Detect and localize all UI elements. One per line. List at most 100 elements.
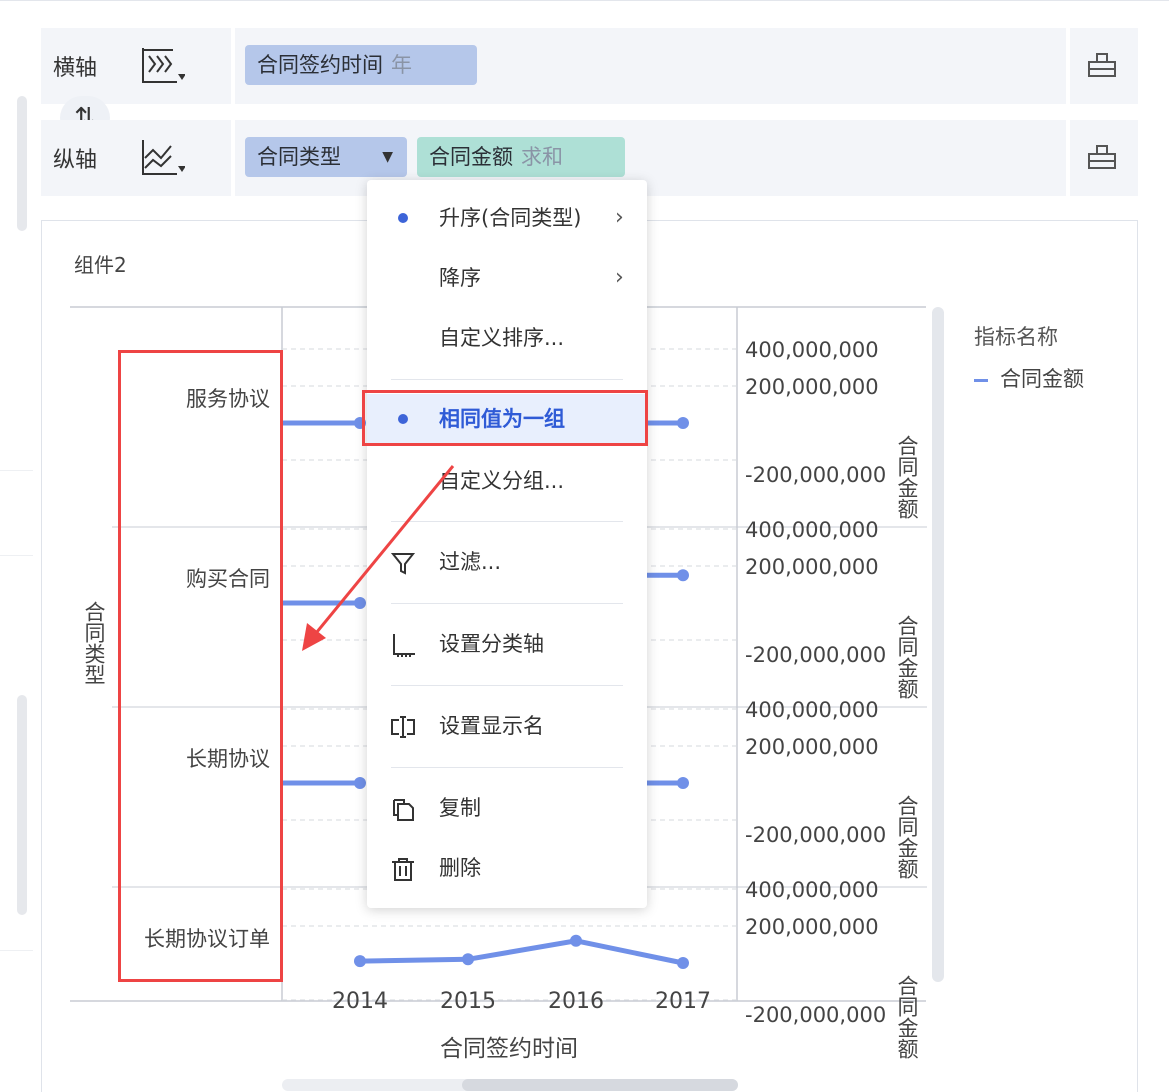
axis-icon xyxy=(393,634,415,657)
menu-item-delete[interactable]: 删除 xyxy=(367,843,647,893)
top-divider xyxy=(0,0,1169,3)
menu-item-group-same-values[interactable]: 相同值为一组 xyxy=(367,394,647,444)
data-point xyxy=(354,955,366,968)
checked-dot-icon xyxy=(398,213,408,223)
dimension-dropdown-caret-icon[interactable]: ▼ xyxy=(382,149,393,165)
trash-icon xyxy=(392,858,414,881)
category-labels-highlight xyxy=(118,350,283,982)
menu-divider xyxy=(391,521,623,522)
y-axis-measure-agg: 求和 xyxy=(521,145,563,169)
x-axis-chart-type-icon[interactable] xyxy=(137,42,185,90)
value-tick-label: -200,000,000 xyxy=(745,823,886,847)
measure-axis-title: 合同金额 xyxy=(895,975,919,1059)
value-tick-label: 400,000,000 xyxy=(745,878,879,902)
checked-dot-icon xyxy=(398,414,408,424)
menu-item-label: 降序 xyxy=(439,266,481,290)
value-tick-label: 200,000,000 xyxy=(745,375,879,399)
value-tick-label: -200,000,000 xyxy=(745,463,886,487)
menu-item-set-category-axis[interactable]: 设置分类轴 xyxy=(367,619,647,669)
menu-divider xyxy=(391,379,623,380)
menu-item-label: 设置显示名 xyxy=(439,714,544,738)
menu-item-label: 升序(合同类型) xyxy=(439,206,582,230)
value-tick-label: 200,000,000 xyxy=(745,915,879,939)
menu-item-filter[interactable]: 过滤... xyxy=(367,537,647,587)
menu-item-sort-desc[interactable]: 降序 › xyxy=(367,253,647,303)
x-axis-field-pill[interactable]: 合同签约时间年 xyxy=(245,45,477,85)
x-axis-field-sub: 年 xyxy=(391,53,412,77)
menu-divider xyxy=(391,767,623,768)
y-axis-separator-right xyxy=(1066,120,1070,196)
x-axis-field-name: 合同签约时间 xyxy=(257,53,383,77)
left-panel-divider xyxy=(0,470,33,471)
x-axis-hierarchy-icon[interactable] xyxy=(1086,50,1118,82)
y-axis-separator xyxy=(231,120,235,196)
menu-item-label: 相同值为一组 xyxy=(439,407,565,431)
x-axis-label: 横轴 xyxy=(53,56,98,81)
data-point xyxy=(677,957,689,969)
x-tick-label: 2015 xyxy=(440,989,496,1014)
value-tick-label: -200,000,000 xyxy=(745,1003,886,1027)
value-tick-label: -200,000,000 xyxy=(745,643,886,667)
left-panel-scrollbar-lower[interactable] xyxy=(17,695,27,915)
x-tick-label: 2014 xyxy=(332,989,388,1014)
menu-item-sort-asc[interactable]: 升序(合同类型) › xyxy=(367,193,647,243)
menu-divider xyxy=(391,685,623,686)
menu-item-label: 设置分类轴 xyxy=(439,632,544,656)
chevron-right-icon: › xyxy=(615,205,624,230)
data-point xyxy=(677,777,689,789)
menu-item-label: 复制 xyxy=(439,796,481,820)
data-point xyxy=(570,934,582,947)
widget-title: 组件2 xyxy=(74,253,127,277)
value-tick-label: 200,000,000 xyxy=(745,555,879,579)
field-context-menu: 升序(合同类型) › 降序 › 自定义排序... 相同值为一组 自定义分组...… xyxy=(367,180,647,908)
y-axis-dimension-name: 合同类型 xyxy=(257,145,341,169)
measure-axis-title: 合同金额 xyxy=(895,795,919,879)
menu-item-copy[interactable]: 复制 xyxy=(367,783,647,833)
data-point xyxy=(354,597,366,609)
left-panel-divider xyxy=(0,950,33,951)
menu-divider xyxy=(391,603,623,604)
y-axis-hierarchy-icon[interactable] xyxy=(1086,142,1118,174)
data-point xyxy=(677,417,689,429)
series-line xyxy=(359,938,684,966)
value-tick-label: 400,000,000 xyxy=(745,698,879,722)
menu-item-set-display-name[interactable]: 设置显示名 xyxy=(367,701,647,751)
data-point xyxy=(462,953,474,966)
menu-item-highlight xyxy=(362,390,648,446)
value-tick-label: 200,000,000 xyxy=(745,735,879,759)
line-chart: 合同类型 服务协议 400,000,000 200,000,000 -200,000,0… xyxy=(70,306,927,1062)
menu-item-custom-group[interactable]: 自定义分组... xyxy=(367,456,647,506)
y-dimension-title: 合同类型 xyxy=(82,601,106,685)
legend-item-label: 合同金额 xyxy=(1000,367,1084,391)
y-axis-dimension-pill[interactable]: 合同类型 ▼ xyxy=(245,137,407,177)
y-axis-label: 纵轴 xyxy=(53,148,98,173)
y-axis-measure-pill[interactable]: 合同金额求和 xyxy=(417,137,625,177)
category-label: 长期协议订单 xyxy=(144,927,270,951)
rename-icon xyxy=(391,716,415,738)
legend-title: 指标名称 xyxy=(974,325,1058,349)
category-label: 服务协议 xyxy=(186,387,270,411)
measure-axis-title: 合同金额 xyxy=(895,615,919,699)
chevron-right-icon: › xyxy=(615,265,624,290)
y-axis-chart-type-icon[interactable] xyxy=(137,134,185,182)
menu-item-label: 删除 xyxy=(439,856,481,880)
legend-item[interactable]: 合同金额 xyxy=(974,363,1084,393)
category-label: 购买合同 xyxy=(186,567,270,591)
filter-icon xyxy=(390,553,416,575)
chart-vertical-scrollbar[interactable] xyxy=(932,307,944,982)
x-tick-label: 2016 xyxy=(548,989,604,1014)
left-panel-scrollbar[interactable] xyxy=(17,96,27,231)
menu-item-label: 自定义排序... xyxy=(439,326,565,350)
chart-horizontal-scrollbar[interactable] xyxy=(282,1079,738,1091)
measure-axis-title: 合同金额 xyxy=(895,435,919,519)
copy-icon xyxy=(393,799,414,821)
value-tick-label: 400,000,000 xyxy=(745,338,879,362)
value-tick-label: 400,000,000 xyxy=(745,518,879,542)
x-axis-shelf: 横轴 合同签约时间年 xyxy=(41,28,1138,104)
left-panel-divider xyxy=(0,555,33,556)
menu-item-custom-sort[interactable]: 自定义排序... xyxy=(367,313,647,363)
data-point xyxy=(677,569,689,582)
x-axis-title: 合同签约时间 xyxy=(440,1036,578,1062)
horizontal-scroll-thumb[interactable] xyxy=(462,1079,738,1091)
